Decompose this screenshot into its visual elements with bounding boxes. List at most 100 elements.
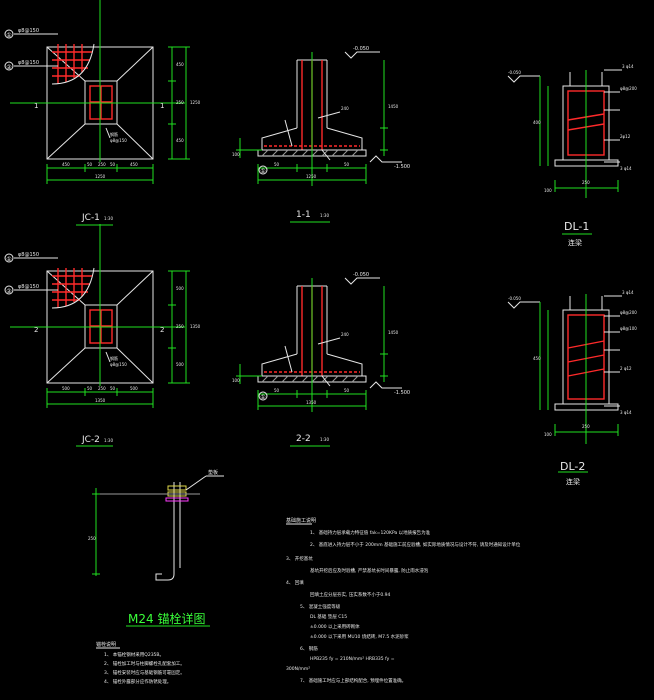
- section-2-2: [235, 277, 403, 447]
- jc1-dim-5: 450: [130, 162, 138, 167]
- jc2-bar2-label: φ8@150: [18, 284, 39, 290]
- sec2-scale: 1:30: [320, 437, 329, 442]
- sec2-top-level: -0.050: [353, 272, 369, 278]
- notes-right-line-11: 6、 钢筋: [300, 645, 318, 652]
- jc1-vdim-total: 1250: [190, 100, 201, 105]
- sec1-bar: 240: [341, 106, 349, 111]
- jc2-callout-1: ①: [6, 256, 11, 263]
- bolt-title: M24 锚栓详图: [128, 611, 205, 626]
- beam-dl1: [507, 69, 622, 235]
- sec1-h4: 1450: [388, 104, 399, 109]
- notes-right-line-9: ±0.000 以上采用砖砌体: [310, 623, 360, 630]
- notes-right-line-5: 4、 回填: [286, 579, 304, 586]
- notes-right-line-1: 1、 基础持力层承载力特征值 fak=120KPa 以地质报告为准: [310, 529, 431, 536]
- jc1-title: JC-1: [81, 213, 100, 223]
- dl1-label-3: 2φ12: [620, 134, 631, 139]
- jc1-note1: 钢筋: [110, 131, 118, 137]
- jc2-vdim-3: 250: [176, 324, 184, 329]
- jc2-axis-left: 2: [34, 326, 38, 334]
- notes-right-line-6: 回填土应分层夯实, 压实系数不小于0.94: [310, 591, 391, 598]
- jc2-vdim-total: 1350: [190, 324, 201, 329]
- sec2-bottom-level: -1.500: [394, 390, 410, 396]
- dl1-height: 400: [533, 120, 541, 125]
- notes-right-line-8: DL 基础 垫层 C15: [310, 613, 347, 620]
- jc2-vdim-1: 500: [176, 286, 184, 291]
- dl1-base: 100: [544, 188, 552, 193]
- jc2-title: JC-2: [81, 435, 100, 445]
- notes-right-line-3: 3、 开挖基坑: [286, 555, 313, 562]
- beam-dl2: [507, 294, 622, 473]
- jc1-vdim-5: 450: [176, 138, 184, 143]
- dl2-level: -0.050: [508, 296, 521, 301]
- notes-right-line-2: 2、 基底进入持力层不小于 200mm 基础施工前应验槽, 如实际地质情况与设计…: [310, 541, 521, 548]
- sec1-scale: 1:30: [320, 213, 329, 218]
- sec2-callout-1: ①: [260, 394, 265, 401]
- jc2-bar1-label: φ8@150: [18, 252, 39, 258]
- sec1-dim-1: 50: [274, 162, 280, 167]
- jc1-vdim-1: 450: [176, 62, 184, 67]
- dl1-subtitle: 连梁: [568, 238, 582, 247]
- jc1-axis-left: 1: [34, 102, 38, 110]
- notes-left-line-4: 4、 锚栓外露部分应作防锈处理。: [104, 678, 171, 685]
- plan-jc2: [9, 223, 190, 447]
- sec2-dim-3: 50: [344, 388, 350, 393]
- dl2-label-1: 3 φ14: [622, 290, 634, 295]
- bolt-dim: 250: [88, 536, 96, 541]
- sec1-top-level: -0.050: [353, 46, 369, 52]
- sec1-dim-2: 1250: [306, 174, 317, 179]
- jc1-dim-4: 50: [110, 162, 116, 167]
- notes-right: 基础施工说明 1、 基础持力层承载力特征值 fak=120KPa 以地质报告为准…: [286, 517, 521, 684]
- dl2-label-2: φ8@200: [620, 310, 637, 315]
- sec1-title: 1-1: [296, 210, 311, 220]
- jc2-scale: 1:30: [104, 438, 113, 443]
- notes-right-line-13: 300N/mm²: [286, 666, 310, 672]
- jc1-dim-2: 50: [87, 162, 93, 167]
- notes-right-line-12: HPB235 fy = 210N/mm² HRB335 fy =: [310, 656, 395, 662]
- jc2-callout-2: ②: [6, 288, 12, 295]
- plan-jc1: [9, 0, 190, 226]
- jc2-vdim-5: 500: [176, 362, 184, 367]
- jc2-dim-4: 50: [110, 386, 116, 391]
- dl1-label-1: 3 φ14: [622, 64, 634, 69]
- jc1-note2: φ8@150: [110, 138, 127, 143]
- sec2-title: 2-2: [296, 434, 311, 444]
- notes-left-line-3: 3、 锚栓安装时应与基础钢筋可靠固定。: [104, 669, 185, 676]
- sec1-bottom-level: -1.500: [394, 164, 410, 170]
- jc1-vdim-3: 250: [176, 100, 184, 105]
- sec1-dim-3: 50: [344, 162, 350, 167]
- jc2-dim-total: 1350: [95, 398, 106, 403]
- notes-right-heading: 基础施工说明: [286, 517, 316, 524]
- jc1-dim-total: 1250: [95, 174, 106, 179]
- notes-right-line-10: ±0.000 以下采用 MU10 烧结砖, M7.5 水泥砂浆: [310, 633, 409, 640]
- jc2-axis-right: 2: [160, 326, 164, 334]
- sec2-dim-2: 1350: [306, 400, 317, 405]
- dl1-title: DL-1: [564, 220, 589, 233]
- notes-left: 锚栓说明 1、 本锚栓钢材采用Q235B。 2、 锚栓加工时与柱脚螺栓孔配套加工…: [96, 641, 185, 685]
- dl2-height: 450: [533, 356, 541, 361]
- dl2-width: 250: [582, 424, 590, 429]
- dl1-label-4: 3 φ14: [620, 166, 632, 171]
- jc2-dim-1: 500: [62, 386, 70, 391]
- dl1-label-2: φ8@200: [620, 86, 637, 91]
- dl2-label-5: 3 φ14: [620, 410, 632, 415]
- sec1-callout-1: ①: [260, 168, 265, 175]
- sec2-dim-1: 50: [274, 388, 280, 393]
- notes-right-line-4: 基坑开挖后应及时验槽, 严禁基坑长时间暴露, 防止雨水浸泡: [310, 567, 429, 574]
- dl1-level: -0.050: [508, 70, 521, 75]
- dl2-title: DL-2: [560, 460, 585, 473]
- dl1-width: 250: [582, 180, 590, 185]
- bolt-plate-label: 垫板: [208, 469, 218, 476]
- sec1-h2: 100: [232, 152, 240, 157]
- jc1-axis-right: 1: [160, 102, 164, 110]
- jc2-note2: φ8@150: [110, 362, 127, 367]
- jc1-callout-2: ②: [6, 64, 12, 71]
- sec2-h4: 1450: [388, 330, 399, 335]
- notes-left-heading: 锚栓说明: [96, 641, 116, 648]
- jc2-dim-2: 50: [87, 386, 93, 391]
- notes-left-line-2: 2、 锚栓加工时与柱脚螺栓孔配套加工。: [104, 660, 185, 667]
- jc1-dim-1: 450: [62, 162, 70, 167]
- jc1-bar1-label: φ8@150: [18, 28, 39, 34]
- notes-right-line-7: 5、 混凝土强度等级: [300, 603, 341, 610]
- sec2-h2: 100: [232, 378, 240, 383]
